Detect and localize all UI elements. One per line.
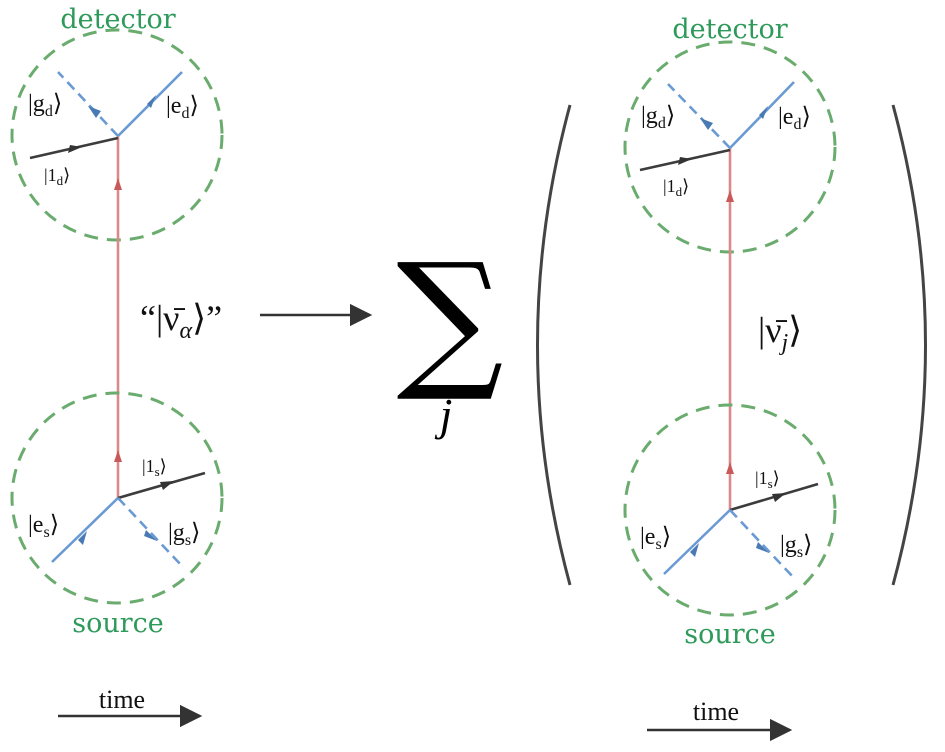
- right-source-circle: [623, 403, 837, 617]
- left-es-arrow: [78, 531, 87, 545]
- right-time-label: time: [693, 697, 739, 726]
- left-1s-arrow: [160, 481, 174, 490]
- left-gd-arrow: [88, 106, 101, 118]
- left-neutrino-label: “|ν̄α⟩”: [140, 298, 222, 344]
- right-neutrino-arrow-lower: [726, 462, 734, 474]
- right-ket-ed: |ed⟩: [778, 104, 811, 133]
- right-gs-arrow: [756, 542, 769, 553]
- left-source-circle: [10, 391, 224, 605]
- left-source-label: source: [72, 608, 164, 639]
- middle-section: ∑ j: [260, 232, 504, 440]
- right-es-line: [663, 509, 731, 575]
- left-ed-arrow: [147, 95, 156, 108]
- left-neutrino-arrow-upper: [114, 178, 122, 190]
- left-neutrino-arrow-lower: [114, 450, 122, 462]
- right-parenthesis: [891, 104, 927, 586]
- right-neutrino-label: |ν̄j⟩: [758, 310, 802, 356]
- right-ket-1d: |1d⟩: [663, 176, 689, 199]
- right-neutrino-arrow-upper: [726, 190, 734, 202]
- left-ket-gs: |gs⟩: [168, 520, 200, 549]
- right-ket-gs: |gs⟩: [780, 532, 812, 561]
- left-parenthesis: [536, 104, 572, 586]
- right-detector-label: detector: [672, 14, 787, 45]
- right-gd-arrow: [700, 118, 713, 130]
- right-ket-1s: |1s⟩: [755, 468, 780, 491]
- right-source-label: source: [684, 619, 776, 650]
- right-panel: detector |gd⟩ |ed⟩ |1d⟩ |ν̄j⟩ |1s⟩ |es⟩ …: [536, 14, 927, 742]
- right-ket-gd: |gd⟩: [641, 103, 675, 132]
- left-1d-arrow: [68, 145, 82, 153]
- left-ket-gd: |gd⟩: [28, 91, 62, 120]
- left-time-label: time: [99, 685, 145, 714]
- right-es-arrow: [690, 543, 699, 557]
- sum-symbol: ∑: [396, 232, 503, 406]
- left-es-line: [51, 497, 119, 563]
- left-gd-line: [57, 71, 119, 137]
- right-gd-line: [667, 83, 731, 149]
- left-gs-arrow: [144, 530, 157, 541]
- right-ket-es: |es⟩: [640, 524, 671, 553]
- left-ket-1s: |1s⟩: [142, 456, 167, 479]
- right-1s-arrow: [772, 493, 786, 502]
- left-ket-1d: |1d⟩: [44, 165, 70, 188]
- right-ed-arrow: [759, 106, 768, 119]
- left-ket-ed: |ed⟩: [166, 93, 199, 122]
- sum-index: j: [435, 389, 453, 440]
- left-panel: detector |gd⟩ |ed⟩ |1d⟩ “|ν̄α⟩” |1s⟩ |es…: [10, 4, 224, 728]
- left-ket-es: |es⟩: [28, 512, 59, 541]
- right-1d-arrow: [678, 157, 692, 165]
